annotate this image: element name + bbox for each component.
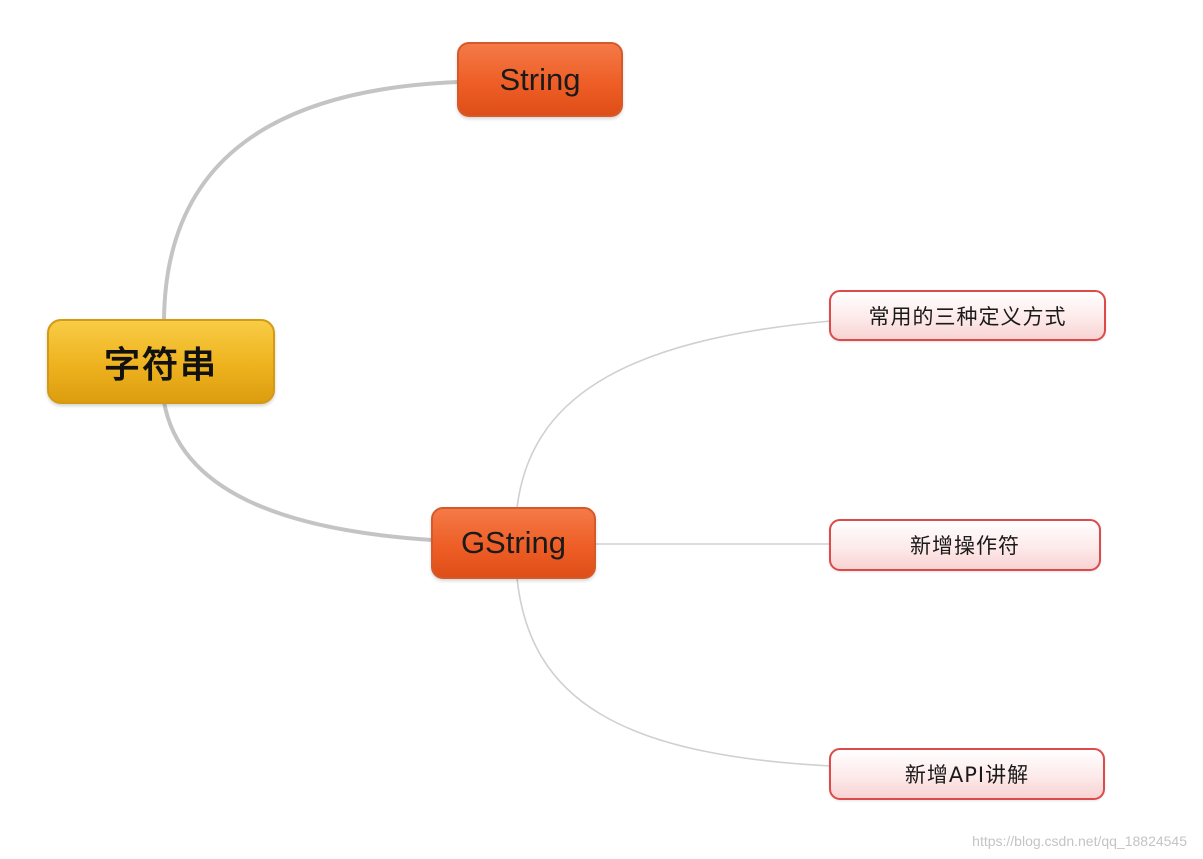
- branch-node-string-label: String: [499, 61, 581, 97]
- branch-node-gstring[interactable]: GString: [431, 507, 596, 579]
- watermark-text: https://blog.csdn.net/qq_18824545: [972, 833, 1187, 849]
- root-node-label: 字符串: [103, 344, 218, 386]
- connector-gstring-to-definitions: [516, 320, 832, 509]
- branch-node-gstring-label: GString: [460, 525, 567, 560]
- connector-gstring-to-api: [516, 577, 832, 767]
- root-node[interactable]: 字符串: [47, 319, 275, 404]
- leaf-node-api-label: 新增API讲解: [904, 763, 1030, 787]
- branch-node-string[interactable]: String: [457, 42, 623, 117]
- leaf-node-definitions[interactable]: 常用的三种定义方式: [829, 290, 1106, 341]
- leaf-node-operators[interactable]: 新增操作符: [829, 519, 1101, 571]
- leaf-node-operators-label: 新增操作符: [910, 534, 1020, 558]
- leaf-node-api[interactable]: 新增API讲解: [829, 748, 1105, 800]
- connector-root-to-string: [162, 80, 460, 323]
- leaf-node-definitions-label: 常用的三种定义方式: [868, 304, 1067, 329]
- connector-root-to-gstring: [162, 400, 434, 542]
